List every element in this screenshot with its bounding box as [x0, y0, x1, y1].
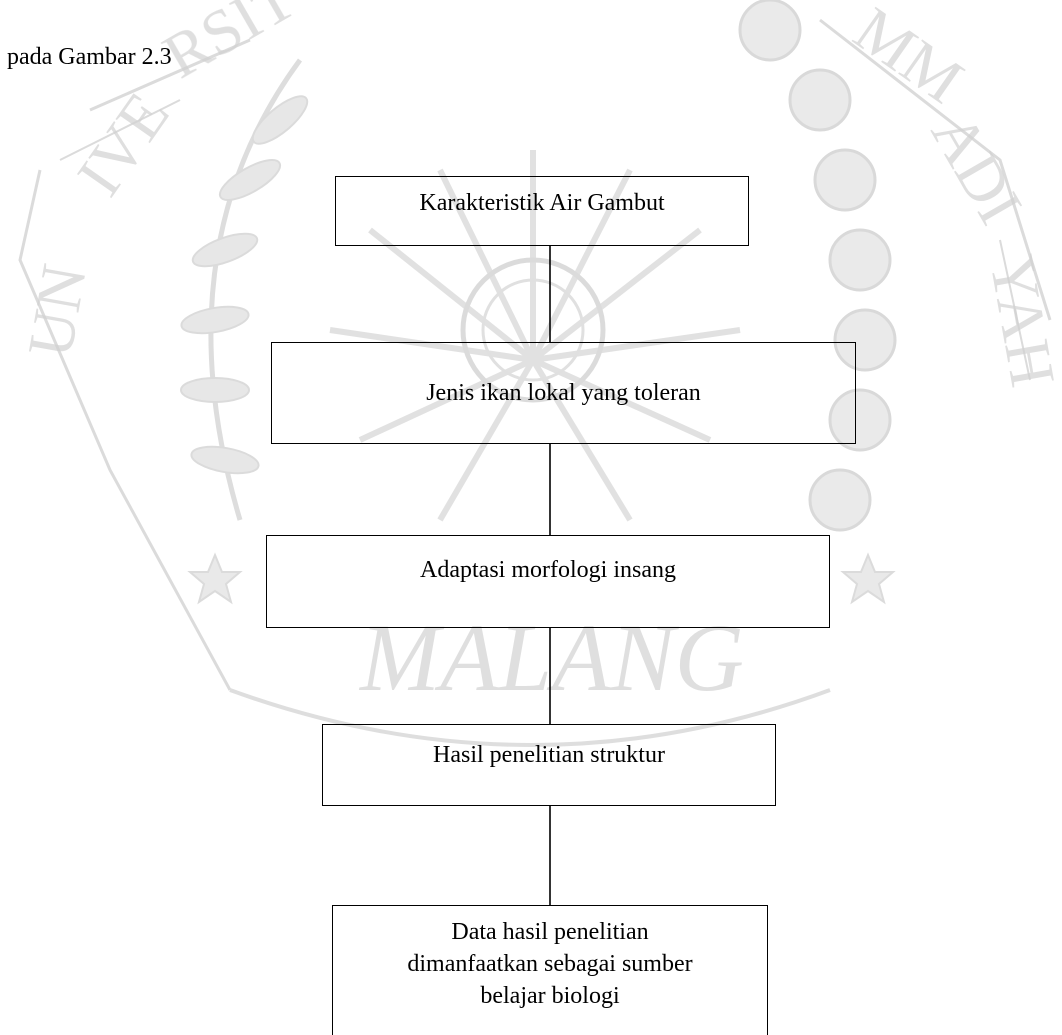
flow-box-karakteristik: Karakteristik Air Gambut: [335, 176, 749, 246]
flow-box-line: Data hasil penelitian: [451, 919, 649, 945]
watermark-arc-letter: UN: [14, 259, 100, 362]
flow-box-label: Jenis ikan lokal yang toleran: [426, 380, 701, 406]
flow-box-line: belajar biologi: [480, 983, 620, 1009]
flow-box-adaptasi: Adaptasi morfologi insang: [266, 535, 830, 628]
intro-text: pada Gambar 2.3: [7, 44, 172, 70]
flow-box-jenis-ikan: Jenis ikan lokal yang toleran: [271, 342, 856, 444]
flow-box-label: Adaptasi morfologi insang: [420, 557, 676, 583]
flow-box-line: dimanfaatkan sebagai sumber: [407, 951, 693, 977]
flow-box-data-hasil: Data hasil penelitian dimanfaatkan sebag…: [332, 905, 768, 1035]
flow-box-hasil-struktur: Hasil penelitian struktur: [322, 724, 776, 806]
watermark-bottom-text: MALANG: [358, 604, 744, 711]
flow-box-label: Hasil penelitian struktur: [433, 742, 665, 768]
flow-box-label: Karakteristik Air Gambut: [419, 190, 665, 216]
